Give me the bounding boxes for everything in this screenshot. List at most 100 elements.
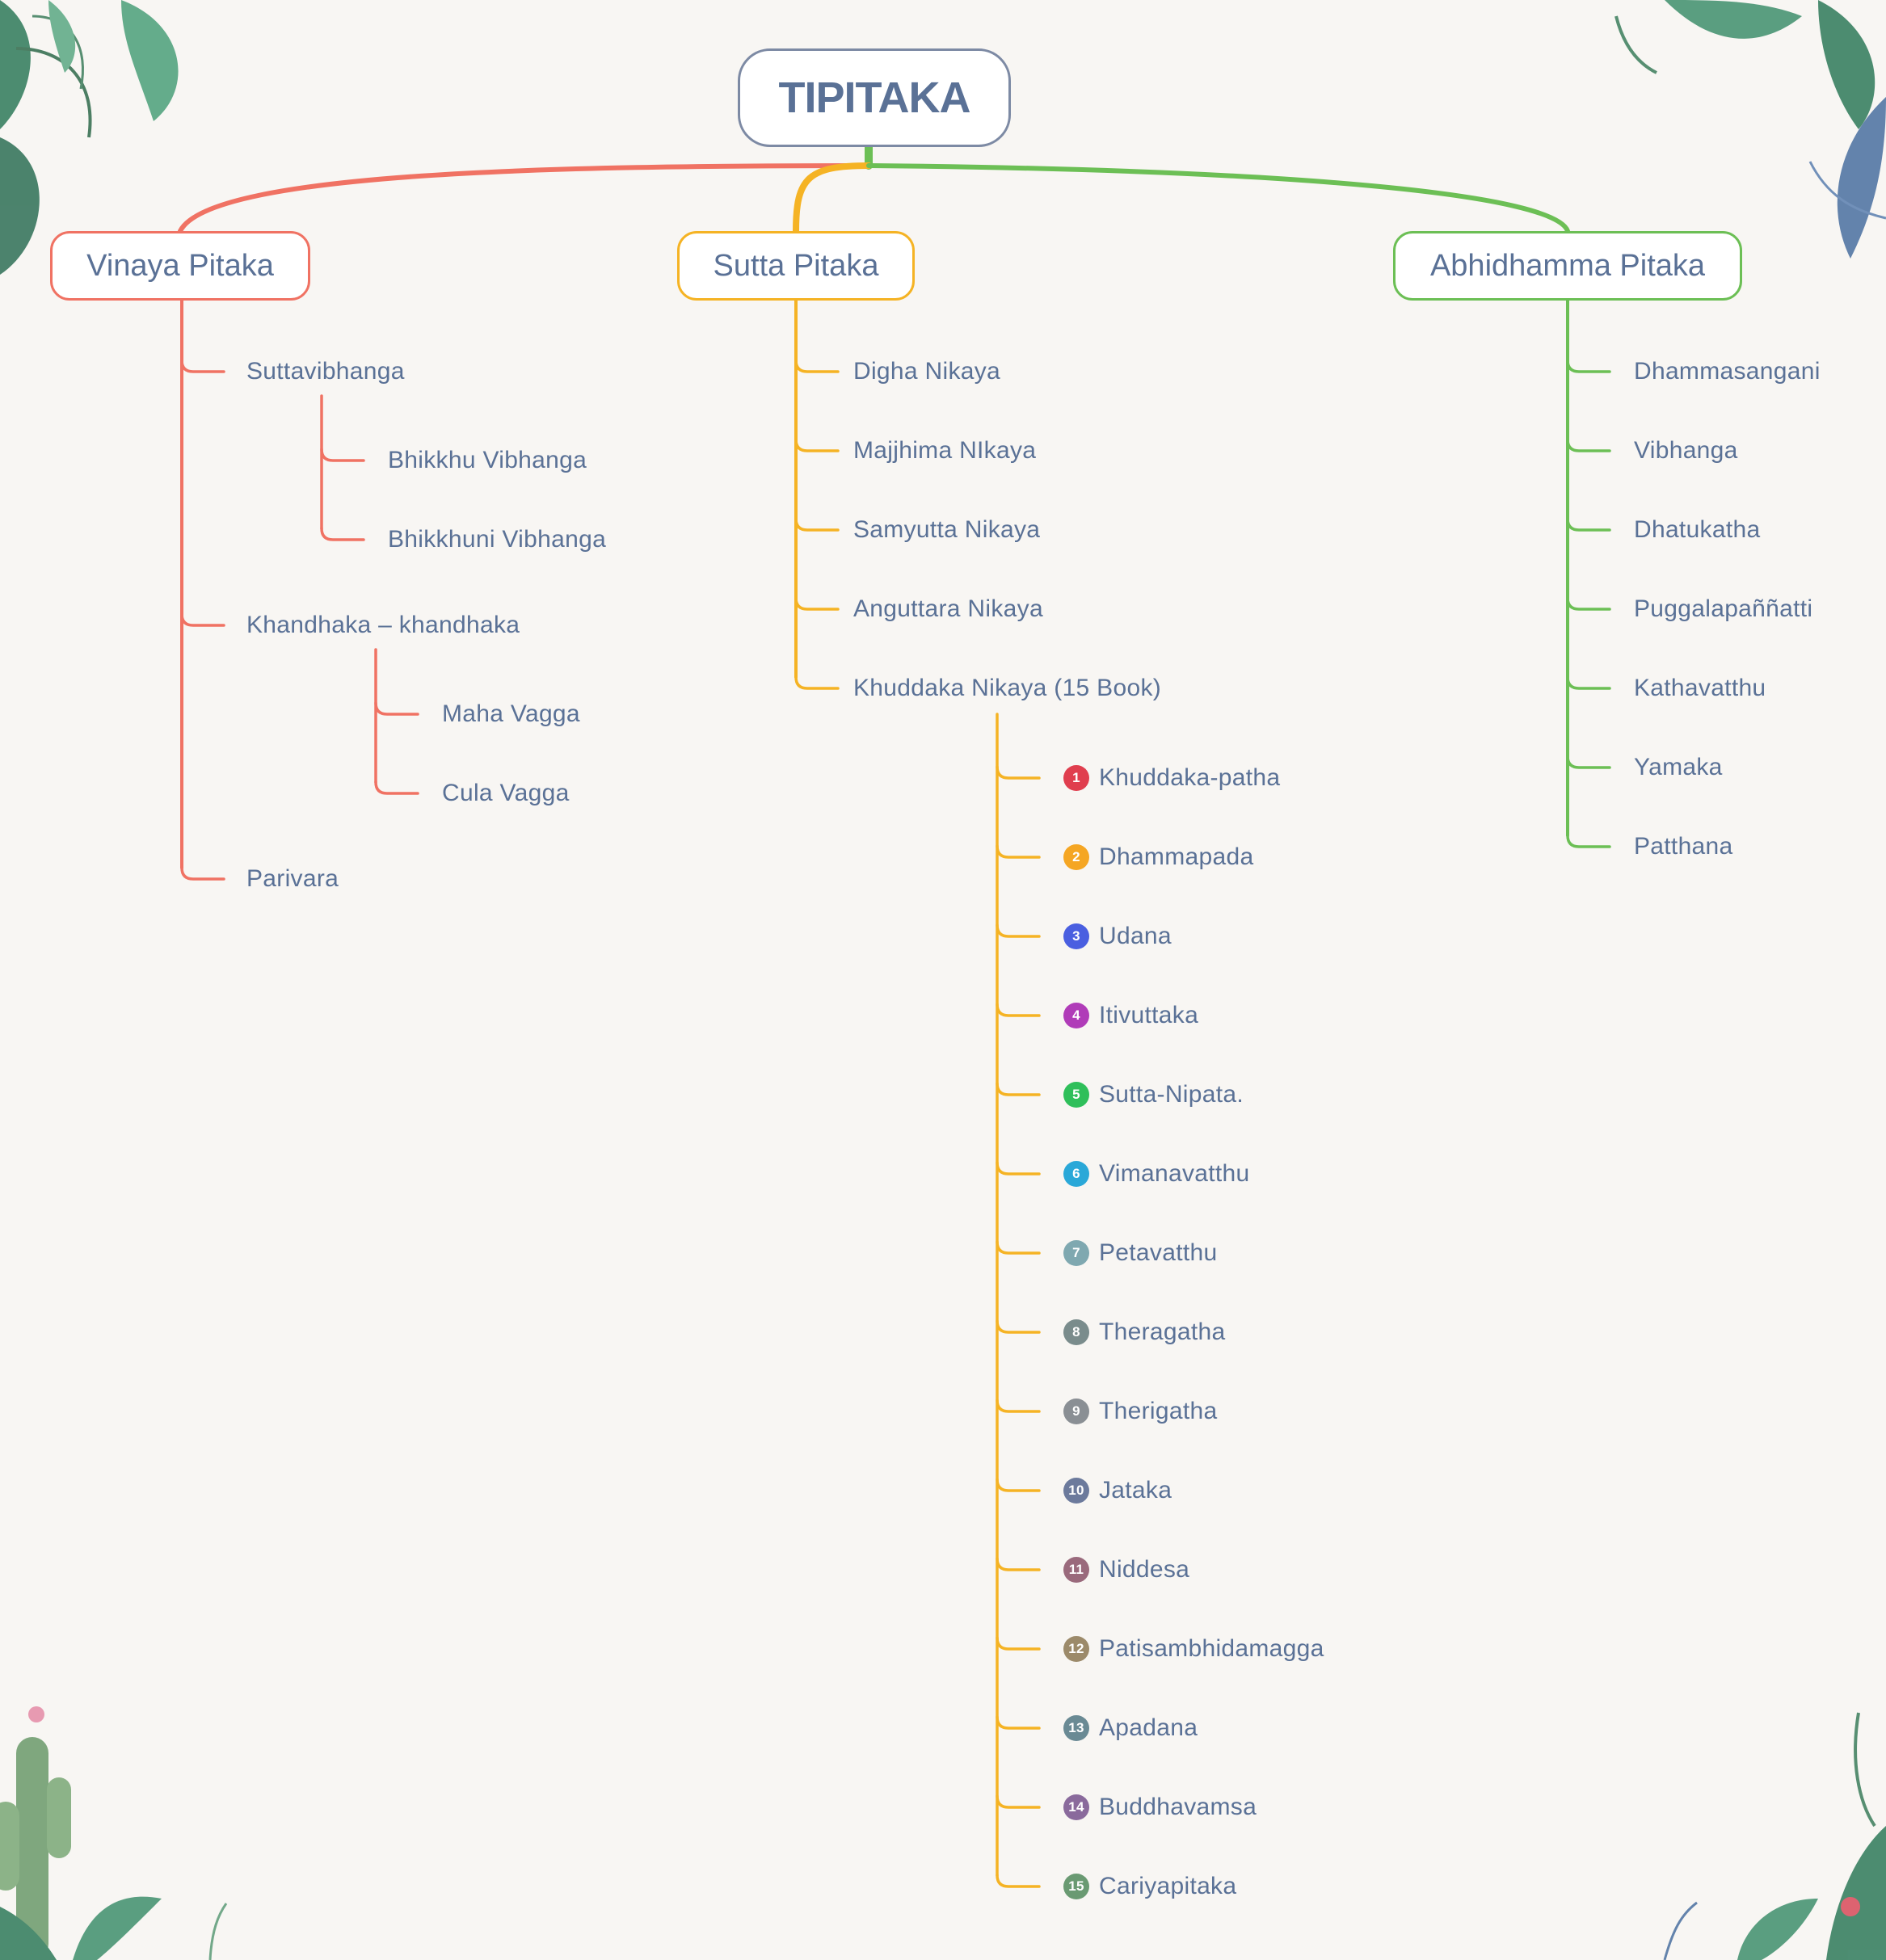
abhidhamma-leaf-item[interactable]: Vibhanga [1634,437,1738,464]
sutta-leaf-item[interactable]: Anguttara Nikaya [853,595,1043,622]
sutta-leaf-item[interactable]: Samyutta Nikaya [853,516,1041,543]
khuddaka-connector-line [996,765,1041,780]
sutta-leaf-item[interactable]: Majjhima NIkaya [853,437,1037,464]
khuddaka-book-label: Udana [1099,923,1172,949]
abhidhamma-leaf-item[interactable]: Patthana [1634,833,1733,860]
sutta-leaf-item[interactable]: Digha Nikaya [853,358,1001,385]
abhidhamma-leaf-item[interactable]: Dhammasangani [1634,358,1821,385]
khuddaka-book-label: Jataka [1099,1477,1172,1504]
number-badge-icon: 3 [1063,923,1089,949]
abhidhamma-connector-line [1566,834,1611,848]
cactus-bottom-left-icon [0,1706,228,1960]
vinaya-leaf-item[interactable]: Parivara [246,865,339,892]
connector-root-vinaya [178,163,871,233]
abhidhamma-leaf-item[interactable]: Puggalapaññatti [1634,595,1813,622]
khuddaka-book-item[interactable]: 10 Jataka [1063,1474,1172,1507]
khuddaka-connector-line [996,1478,1041,1492]
khuddaka-connector-line [996,1003,1041,1017]
number-badge-icon: 8 [1063,1319,1089,1345]
khuddaka-book-label: Therigatha [1099,1398,1218,1424]
khuddaka-connector-line [996,1794,1041,1809]
vinaya-subleaf-item[interactable]: Bhikkhuni Vibhanga [388,526,607,553]
khuddaka-connector-line [996,1557,1041,1571]
connector-root-abhidhamma [866,163,1570,233]
khuddaka-book-item[interactable]: 8 Theragatha [1063,1316,1225,1348]
number-badge-icon: 4 [1063,1003,1089,1028]
number-badge-icon: 13 [1063,1715,1089,1741]
abhidhamma-connector-line [1566,596,1611,611]
branch-node-abhidhamma-pitaka[interactable]: Abhidhamma Pitaka [1393,231,1742,301]
number-badge-icon: 15 [1063,1874,1089,1899]
vinaya-subleaf-item[interactable]: Bhikkhu Vibhanga [388,447,587,473]
vinaya-sub-connector-line [320,448,365,462]
vinaya-connector-line [180,866,225,881]
branch-node-sutta-pitaka[interactable]: Sutta Pitaka [677,231,915,301]
khuddaka-connector-line [996,1240,1041,1255]
vinaya-subleaf-item[interactable]: Maha Vagga [442,700,580,727]
number-badge-icon: 2 [1063,844,1089,870]
khuddaka-book-label: Petavatthu [1099,1239,1218,1266]
branch-node-vinaya-pitaka[interactable]: Vinaya Pitaka [50,231,310,301]
sutta-connector-line [794,359,840,373]
sutta-connector-line [794,596,840,611]
khuddaka-book-item[interactable]: 9 Therigatha [1063,1395,1217,1428]
khuddaka-book-label: Khuddaka-patha [1099,764,1281,791]
khuddaka-book-item[interactable]: 11 Niddesa [1063,1554,1189,1586]
sutta-connector-line [794,438,840,452]
khuddaka-book-item[interactable]: 13 Apadana [1063,1712,1198,1744]
abhidhamma-connector-line [1566,438,1611,452]
khuddaka-book-label: Theragatha [1099,1319,1226,1345]
khuddaka-book-item[interactable]: 15 Cariyapitaka [1063,1870,1236,1903]
sutta-leaf-item[interactable]: Khuddaka Nikaya (15 Book) [853,675,1162,701]
vinaya-subleaf-item[interactable]: Cula Vagga [442,780,570,806]
number-badge-icon: 10 [1063,1478,1089,1504]
vinaya-leaf-item[interactable]: Khandhaka – khandhaka [246,612,520,638]
abhidhamma-connector-line [1566,359,1611,373]
khuddaka-connector-line [996,1715,1041,1730]
abhidhamma-connector-line [1566,675,1611,690]
vinaya-connector-line [180,359,225,373]
khuddaka-connector-line [996,1874,1041,1888]
vinaya-connector-line [180,612,225,627]
khuddaka-book-label: Patisambhidamagga [1099,1635,1324,1662]
sutta-connector-line [794,517,840,532]
vinaya-sub-connector-line [374,701,419,716]
khuddaka-book-item[interactable]: 3 Udana [1063,920,1172,953]
khuddaka-book-item[interactable]: 12 Patisambhidamagga [1063,1633,1324,1665]
vinaya-sub-connector-line [320,527,365,541]
khuddaka-connector-line [996,923,1041,938]
khuddaka-book-label: Buddhavamsa [1099,1794,1257,1820]
khuddaka-connector-line [996,1319,1041,1334]
number-badge-icon: 9 [1063,1398,1089,1424]
number-badge-icon: 11 [1063,1557,1089,1583]
vinaya-leaf-item[interactable]: Suttavibhanga [246,358,405,385]
connector-root-sutta [793,162,872,234]
khuddaka-connector-line [996,1082,1041,1096]
khuddaka-connector-line [996,844,1041,859]
number-badge-icon: 12 [1063,1636,1089,1662]
leaf-cluster-top-right-icon [1614,0,1886,259]
khuddaka-book-label: Niddesa [1099,1556,1190,1583]
number-badge-icon: 7 [1063,1240,1089,1266]
khuddaka-book-label: Vimanavatthu [1099,1160,1250,1187]
khuddaka-book-item[interactable]: 14 Buddhavamsa [1063,1791,1257,1823]
khuddaka-book-label: Apadana [1099,1714,1198,1741]
khuddaka-connector-line [996,1161,1041,1176]
abhidhamma-leaf-item[interactable]: Dhatukatha [1634,516,1761,543]
khuddaka-connector-line [996,1636,1041,1651]
khuddaka-book-item[interactable]: 7 Petavatthu [1063,1237,1217,1269]
khuddaka-connector-line [996,1398,1041,1413]
khuddaka-book-label: Cariyapitaka [1099,1873,1237,1899]
root-node-tipitaka[interactable]: TIPITAKA [738,48,1011,147]
number-badge-icon: 14 [1063,1794,1089,1820]
abhidhamma-leaf-item[interactable]: Kathavatthu [1634,675,1766,701]
abhidhamma-leaf-item[interactable]: Yamaka [1634,754,1723,780]
